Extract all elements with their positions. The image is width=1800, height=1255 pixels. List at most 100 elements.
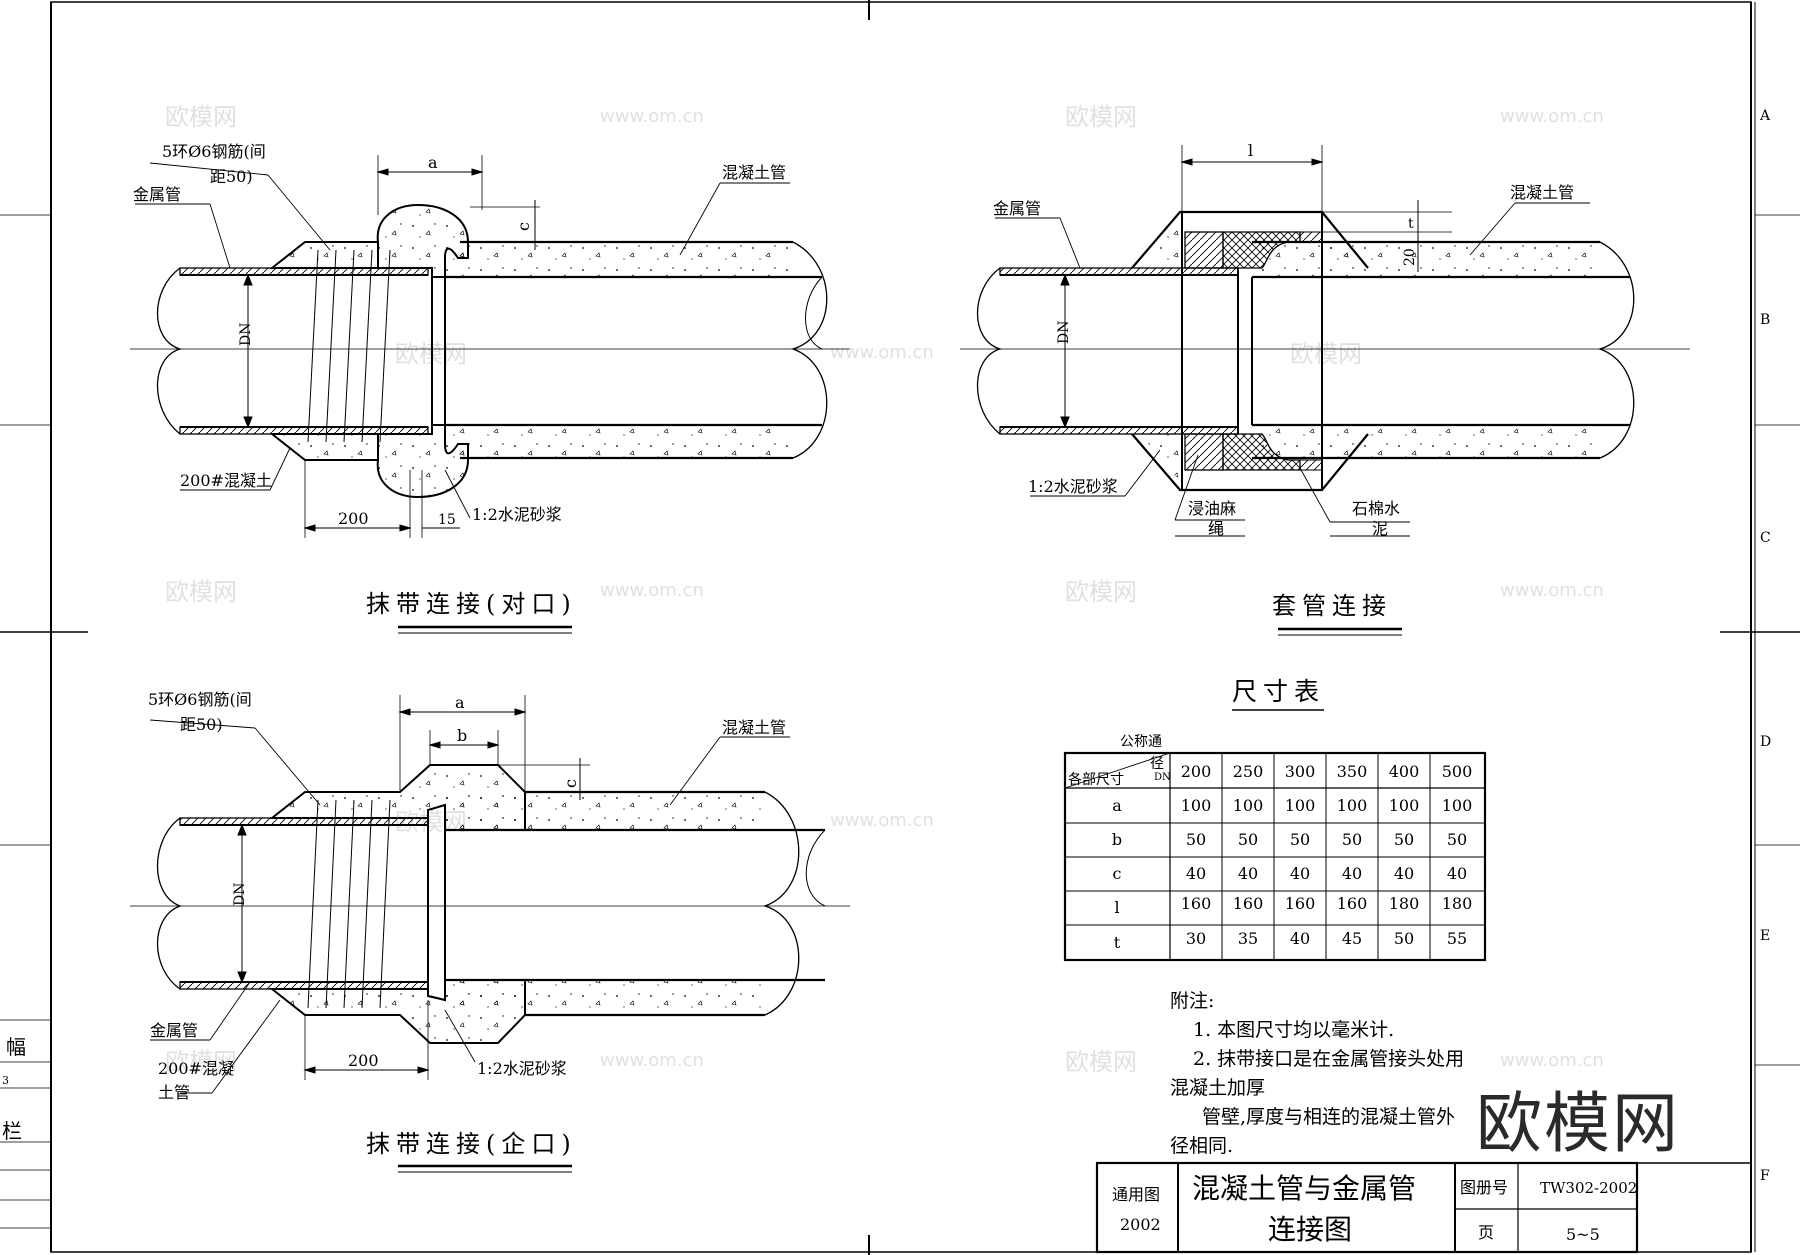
fig1-dim-15: 15 (438, 512, 456, 528)
fig2-metal-pipe-label: 金属管 (993, 199, 1041, 218)
fig3-rebar-label-2: 距50) (180, 715, 223, 734)
watermark-url: www.om.cn (600, 580, 704, 601)
drawing-title: 混凝土管与金属管 (1192, 1172, 1416, 1205)
note-line: 混凝土加厚 (1170, 1077, 1266, 1099)
fig3-concrete-200-label-2: 土管 (158, 1083, 190, 1102)
table-row-name: t (1114, 933, 1121, 952)
fig1-butt-band-joint (130, 155, 850, 634)
fig3-mortar-label: 1:2水泥砂浆 (477, 1059, 567, 1078)
zone-letters: A B C D E F (1759, 108, 1771, 1184)
left-margin-text: 幅 3 栏 (2, 1035, 26, 1143)
fig3-concrete-200-label: 200#混凝 (158, 1059, 234, 1078)
table-header-cell: 500 (1442, 762, 1473, 781)
table-cell: 160 (1285, 894, 1316, 913)
table-row: a 100 100 100 100 100 100 (1112, 796, 1472, 815)
fig3-labels: 5环Ø6钢筋(间 距50) 金属管 200#混凝 土管 混凝土管 1:2水泥砂浆… (148, 690, 786, 1158)
fig2-asbestos-label-2: 泥 (1372, 519, 1388, 538)
watermark-url: www.om.cn (830, 342, 934, 363)
fig1-metal-pipe-label: 金属管 (133, 185, 181, 204)
table-cell: 180 (1442, 894, 1473, 913)
fig2-mortar-label: 1:2水泥砂浆 (1028, 477, 1118, 496)
table-cell: 50 (1394, 830, 1414, 849)
fig2-caption: 套管连接 (1272, 592, 1392, 620)
watermark-cn: 欧模网 (1065, 103, 1137, 131)
title-block-text: 通用图 2002 混凝土管与金属管 连接图 图册号 TW302-2002 页 5… (1112, 1172, 1637, 1246)
table-cell: 40 (1238, 864, 1258, 883)
watermark-url: www.om.cn (830, 810, 934, 831)
margin-char: 3 (2, 1074, 9, 1087)
zone-letter: C (1760, 530, 1771, 546)
table-row: t 30 35 40 45 50 55 (1114, 929, 1467, 952)
fig1-concrete-200-label: 200#混凝土 (180, 471, 272, 490)
table-cell: 40 (1447, 864, 1467, 883)
fig2-hemp-label: 浸油麻 (1188, 499, 1236, 518)
fig3-dim-a: a (455, 693, 465, 712)
fig2-hemp-label-2: 绳 (1208, 519, 1224, 538)
table-cell: 50 (1342, 830, 1362, 849)
fig1-rebar-label: 5环Ø6钢筋(间 (162, 142, 266, 161)
notes: 附注: 1. 本图尺寸均以毫米计. 2. 抹带接口是在金属管接头处用 混凝土加厚… (1170, 987, 1520, 1161)
watermark-cn: 欧模网 (165, 1048, 237, 1076)
zone-letter: B (1760, 312, 1770, 328)
fig3-caption: 抹带连接(企口) (366, 1130, 577, 1158)
fig3-dn: DN (232, 883, 248, 906)
atlas-number: TW302-2002 (1540, 1179, 1637, 1197)
table-header-row: 200 250 300 350 400 500 (1181, 762, 1473, 781)
table-cell: 55 (1447, 929, 1467, 948)
table-cell: 40 (1290, 929, 1310, 948)
table-cell: 160 (1337, 894, 1368, 913)
table-cell: 100 (1181, 796, 1212, 815)
watermarks: 欧模网 www.om.cn 欧模网 www.om.cn 欧模网 www.om.c… (165, 103, 1604, 1076)
fig3-dim-200: 200 (348, 1051, 379, 1070)
note-line: 管壁,厚度与相连的混凝土管外 (1202, 1106, 1456, 1128)
fig3-concrete-pipe-label: 混凝土管 (722, 718, 786, 737)
table-header-cell: 400 (1389, 762, 1420, 781)
watermark-cn: 欧模网 (165, 578, 237, 606)
zone-letter: A (1759, 108, 1771, 124)
zone-letter: F (1760, 1168, 1770, 1184)
table-row-name: l (1114, 898, 1119, 917)
note-line: 1. 本图尺寸均以毫米计. (1193, 1019, 1395, 1041)
fig1-dim-a: a (428, 153, 438, 172)
watermark-cn: 欧模网 (1065, 578, 1137, 606)
fig2-dn: DN (1056, 321, 1072, 344)
margin-char: 幅 (6, 1035, 26, 1059)
table-corner-label: 公称通 (1120, 734, 1162, 750)
fig2-asbestos-label: 石棉水 (1352, 499, 1400, 518)
table-row: l 160 160 160 160 180 180 (1114, 894, 1472, 917)
zone-letter: E (1760, 928, 1770, 944)
zone-letter: D (1760, 734, 1771, 750)
fig2-sleeve-joint (960, 145, 1690, 636)
general-drawing-label: 通用图 (1112, 1185, 1160, 1204)
page-number: 5~5 (1566, 1225, 1600, 1244)
watermark-url: www.om.cn (1500, 106, 1604, 127)
table-cell: 40 (1290, 864, 1310, 883)
fig2-dim-20: 20 (1402, 248, 1418, 266)
table-title: 尺寸表 (1232, 677, 1325, 706)
table-cell: 160 (1233, 894, 1264, 913)
fig2-dim-t: t (1408, 216, 1414, 232)
table-corner-bottom: 各部尺寸 (1068, 772, 1124, 788)
fig3-dim-b: b (457, 726, 467, 745)
watermark-url: www.om.cn (600, 1050, 704, 1071)
fig1-labels: 5环Ø6钢筋(间 距50) 金属管 混凝土管 200#混凝土 1:2水泥砂浆 a… (133, 142, 786, 618)
table-header-cell: 350 (1337, 762, 1368, 781)
table-row: c 40 40 40 40 40 40 (1113, 864, 1468, 883)
year-label: 2002 (1120, 1215, 1161, 1234)
watermark-logo: 欧模网 (1476, 1085, 1680, 1162)
table-cell: 50 (1290, 830, 1310, 849)
table-cell: 50 (1238, 830, 1258, 849)
note-line: 2. 抹带接口是在金属管接头处用 (1193, 1048, 1465, 1070)
table-corner-label-2: 径 (1150, 756, 1164, 772)
fig3-tongue-band-joint (130, 695, 850, 1173)
table-header-cell: 300 (1285, 762, 1316, 781)
watermark-cn: 欧模网 (165, 103, 237, 131)
watermark-url: www.om.cn (1500, 580, 1604, 601)
table-cell: 35 (1238, 929, 1258, 948)
title-block (1095, 1161, 1751, 1254)
table-cell: 40 (1186, 864, 1206, 883)
fig3-metal-pipe-label: 金属管 (150, 1021, 198, 1040)
table-header-cell: 200 (1181, 762, 1212, 781)
